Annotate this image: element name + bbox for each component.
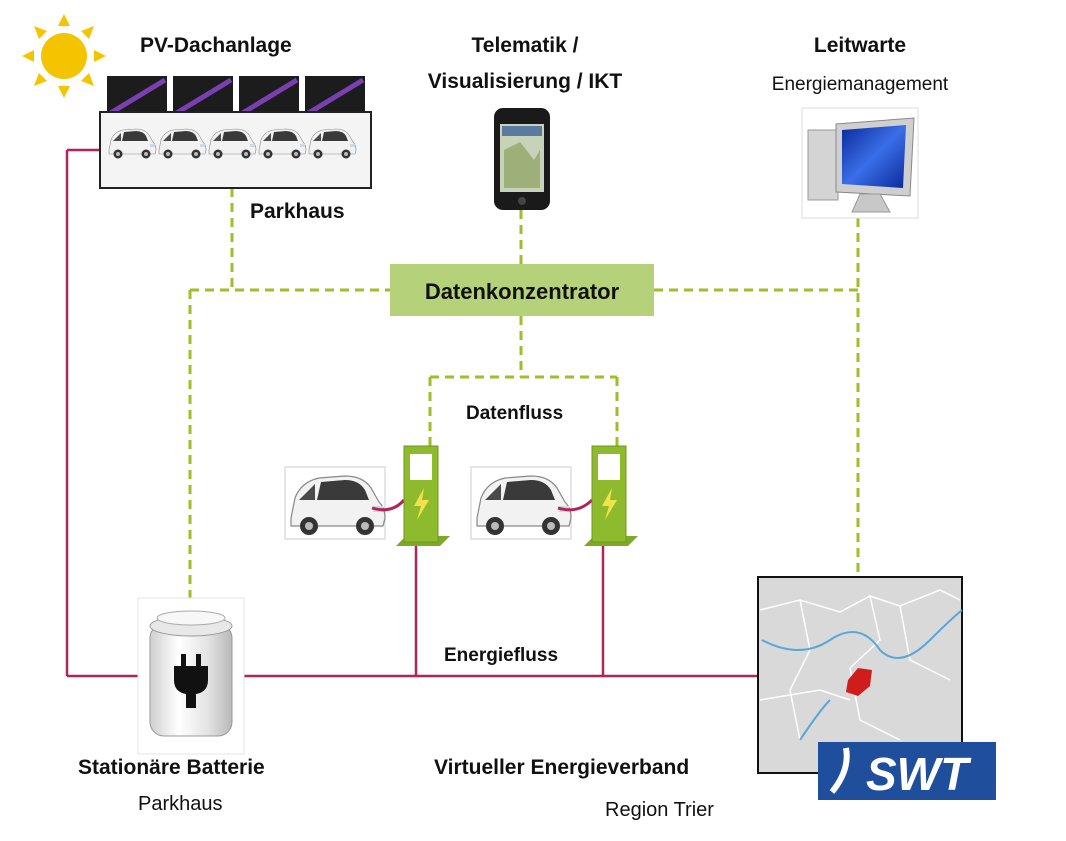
region-map-icon (757, 576, 963, 774)
solar-panel-icon (107, 76, 365, 117)
computer-monitor-icon (801, 107, 919, 219)
datenkonzentrator-box (390, 264, 654, 316)
parkhaus-top-label: Parkhaus (250, 200, 345, 223)
datenkonzentrator-label: Datenkonzentrator (424, 279, 620, 304)
smartphone-icon (494, 108, 550, 210)
charging-station-icon (584, 445, 638, 546)
batterie-subtitle: Parkhaus (138, 793, 223, 815)
data-lines (188, 188, 860, 598)
verband-title: Virtueller Energieverband (434, 756, 690, 779)
telematik-line-1: Telematik / (471, 34, 579, 57)
leitwarte-title: Leitwarte (813, 34, 907, 57)
datenfluss-label: Datenfluss (466, 403, 564, 424)
swt-logo: SWT (818, 742, 996, 800)
charging-cable (557, 498, 594, 512)
charging-car-2 (470, 466, 594, 540)
energy-lines (65, 148, 760, 678)
swt-logo-text: SWT (866, 748, 972, 800)
batterie-title: Stationäre Batterie (78, 756, 265, 779)
sun-icon (22, 14, 106, 98)
charging-station-icon (396, 445, 450, 546)
battery-plug-icon (137, 597, 245, 755)
charging-cable (371, 498, 406, 512)
pv-title: PV-Dachanlage (140, 34, 292, 57)
parkhaus-building (99, 111, 372, 189)
leitwarte-subtitle: Energiemanagement (771, 74, 949, 95)
verband-subtitle: Region Trier (605, 799, 714, 821)
energiefluss-label: Energiefluss (444, 645, 559, 666)
telematik-line-2: Visualisierung / IKT (427, 70, 623, 93)
charging-car-1 (284, 466, 406, 540)
